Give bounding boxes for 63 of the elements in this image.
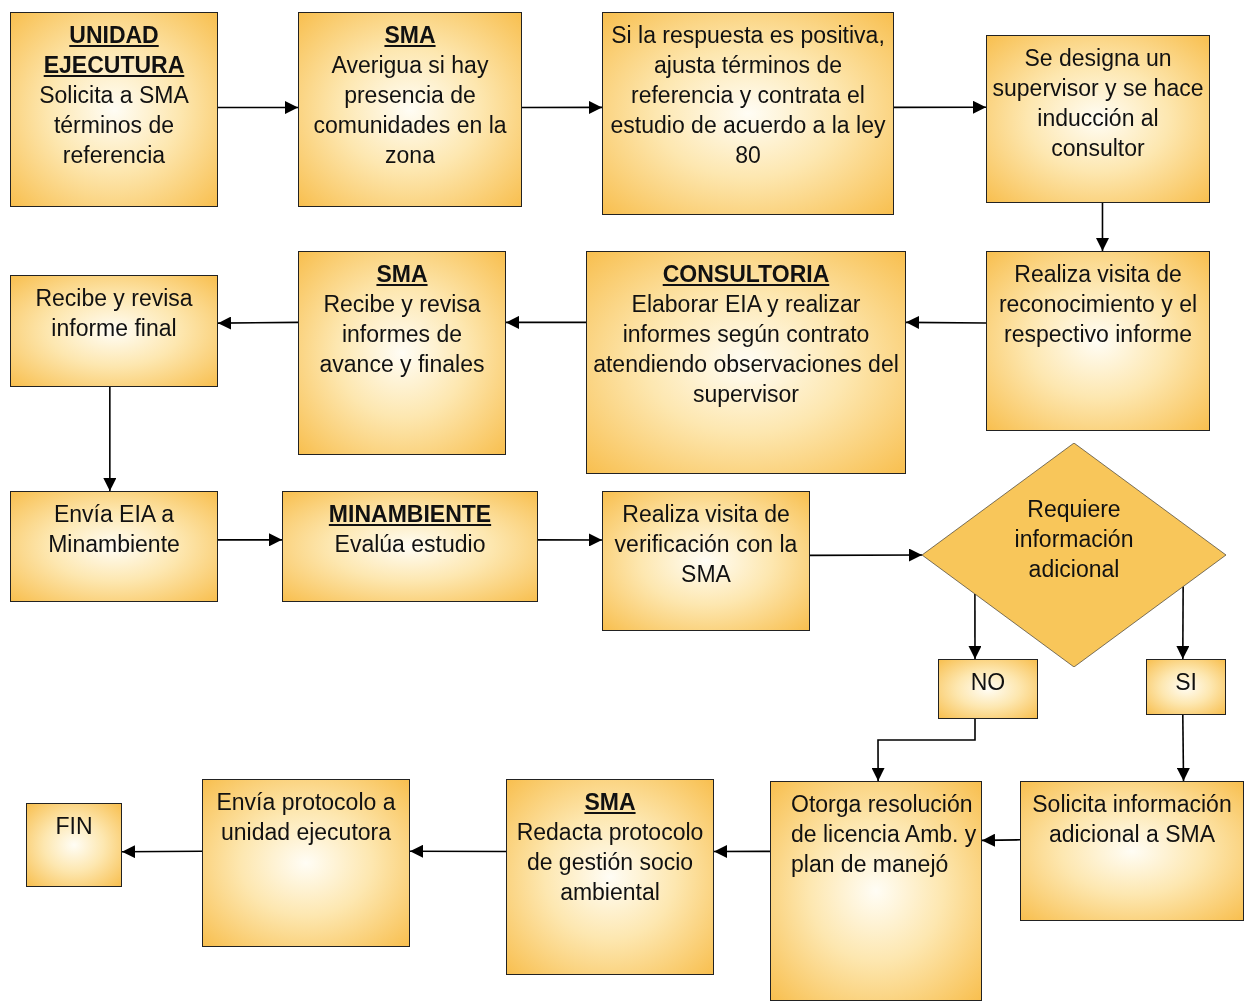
arrow (893, 100, 987, 114)
process-box (10, 491, 218, 602)
box-text: NO (970, 668, 1006, 697)
arrow (217, 533, 283, 547)
box-text: SI (1175, 668, 1197, 697)
box-text: Recibe y revisa informe final (34, 284, 194, 343)
arrow (1096, 202, 1109, 252)
box-heading: UNIDAD EJECUTURA (42, 21, 186, 80)
arrow (217, 101, 299, 115)
box-text: Solicita información adicional a SMA (1031, 790, 1233, 849)
box-text: Otorga resolución de licencia Amb. y plan de manejó (791, 790, 977, 879)
box-text: Elaborar EIA y realizar informes según contrato atendiendo observaciones del supervisor (592, 289, 900, 409)
process-box (298, 251, 506, 455)
arrow (217, 316, 299, 330)
process-box (586, 251, 906, 474)
process-box (602, 491, 810, 631)
arrow (537, 533, 603, 547)
arrow (1176, 585, 1190, 660)
box-text: Redacta protocolo de gestión socio ambiental (515, 817, 705, 907)
box-text: FIN (55, 812, 93, 841)
process-box (282, 491, 538, 602)
arrow (871, 718, 976, 782)
box-text: Si la respuesta es positiva, ajusta términos de referencia y contrata el estudio de acuerdo a la ley 80 (609, 21, 887, 170)
process-box (1146, 659, 1226, 715)
process-box (26, 803, 122, 887)
process-box (506, 779, 714, 975)
arrow (905, 315, 987, 329)
arrow (121, 845, 203, 859)
process-box (10, 275, 218, 387)
box-heading: SMA (584, 788, 636, 817)
arrow (809, 548, 923, 562)
arrow (103, 386, 117, 492)
box-text: Se designa un supervisor y se hace inducción al consultor (991, 44, 1205, 163)
arrow (1176, 714, 1190, 782)
process-box (602, 12, 894, 215)
process-box (938, 659, 1038, 719)
box-text: Realiza visita de reconocimiento y el respectivo informe (997, 260, 1199, 349)
box-heading: SMA (376, 260, 428, 289)
box-text: Requiere información adicional (1013, 495, 1135, 584)
box-text: Realiza visita de verificación con la SMA (613, 500, 799, 589)
process-box (770, 781, 982, 1001)
process-box (298, 12, 522, 207)
box-heading: CONSULTORIA (662, 260, 830, 289)
arrow (981, 833, 1021, 847)
arrow (505, 315, 587, 329)
process-box (1020, 781, 1244, 921)
process-box (986, 35, 1210, 203)
arrow (521, 100, 603, 114)
box-text: Recibe y revisa informes de avance y finales (318, 289, 486, 379)
process-box (10, 12, 218, 207)
process-box (202, 779, 410, 947)
box-text: Solicita a SMA términos de referencia (38, 80, 190, 170)
box-text: Envía EIA a Minambiente (47, 500, 181, 559)
box-heading: SMA (384, 21, 436, 50)
box-text: Envía protocolo a unidad ejecutora (215, 788, 397, 847)
arrow (409, 844, 507, 858)
box-text: Evalúa estudio (334, 529, 486, 559)
arrow (713, 845, 771, 858)
process-box (986, 251, 1210, 431)
arrow (968, 593, 982, 660)
box-heading: MINAMBIENTE (328, 500, 492, 529)
box-text: Averigua si hay presencia de comunidades en la zona (312, 50, 508, 170)
decision-diamond (922, 443, 1226, 667)
